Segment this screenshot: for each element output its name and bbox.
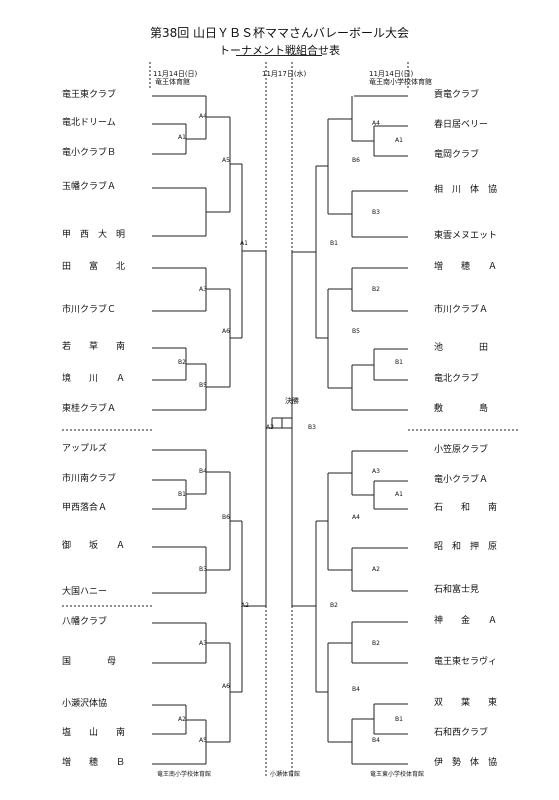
right-team-6: 増 穂 Ａ bbox=[434, 262, 498, 272]
match-label-l_b1: B1 bbox=[178, 491, 186, 498]
left-date: 11月14日(日) bbox=[153, 70, 198, 78]
left-team-10: 東桂クラブＡ bbox=[62, 404, 117, 414]
left-team-16: 八幡クラブ bbox=[62, 617, 108, 627]
match-label-r_b2b: B2 bbox=[372, 640, 380, 647]
subtitle-underline bbox=[236, 55, 322, 56]
left-team-13: 甲西落合Ａ bbox=[62, 503, 108, 513]
match-label-r_a2: A2 bbox=[372, 566, 380, 573]
right-team-1: 貢竜クラブ bbox=[434, 90, 480, 100]
match-label-l_a6b: A6 bbox=[222, 683, 230, 690]
footer-right: 竜王東小学校体育館 bbox=[370, 771, 425, 778]
right-team-14: 昭 和 押 原 bbox=[434, 542, 498, 552]
match-label-r_a1: A1 bbox=[395, 137, 403, 144]
right-team-13: 石 和 南 bbox=[434, 503, 498, 513]
right-team-11: 小笠原クラブ bbox=[434, 445, 489, 455]
match-label-l_a6: A6 bbox=[222, 328, 230, 335]
page-title: 第38回 山日ＹＢＳ杯ママさんバレーボール大会 bbox=[149, 26, 410, 40]
left-venue: 竜王体育館 bbox=[155, 78, 190, 86]
match-label-r_b4b: B4 bbox=[352, 686, 360, 693]
right-team-7: 市川クラブＡ bbox=[434, 305, 489, 315]
match-label-l_a5: A5 bbox=[222, 157, 230, 164]
match-label-l_b4: B4 bbox=[199, 468, 207, 475]
match-label-l_b5: B5 bbox=[199, 382, 207, 389]
left-team-2: 竜北ドリーム bbox=[62, 118, 116, 128]
match-label-l_a5b: A5 bbox=[199, 737, 207, 744]
match-label-r_b4: B4 bbox=[372, 737, 380, 744]
match-label-r_a4: A4 bbox=[372, 120, 380, 127]
right-team-2: 春日居ベリー bbox=[434, 120, 489, 130]
center-date: 11月17日(水) bbox=[262, 70, 307, 78]
left-team-12: 市川南クラブ bbox=[62, 474, 117, 484]
left-team-20: 増 穂 Ｂ bbox=[62, 758, 126, 768]
match-label-r_b2s: B2 bbox=[330, 602, 338, 609]
match-label-l_b3: B3 bbox=[199, 566, 207, 573]
left-team-8: 若 草 南 bbox=[62, 342, 126, 352]
left-team-17: 国 母 bbox=[62, 657, 117, 667]
left-team-5: 甲 西 大 明 bbox=[62, 230, 126, 240]
left-team-6: 田 富 北 bbox=[62, 262, 126, 272]
match-label-r_b6: B6 bbox=[352, 157, 360, 164]
right-team-16: 神 金 Ａ bbox=[434, 616, 498, 626]
right-date: 11月14日(日) bbox=[369, 70, 414, 78]
right-team-17: 竜王東セラヴィ bbox=[434, 657, 498, 667]
match-label-l_a1: A1 bbox=[178, 134, 186, 141]
left-team-11: アップルズ bbox=[62, 444, 108, 454]
right-team-12: 竜小クラブＡ bbox=[434, 475, 489, 485]
match-label-l_a1s: A1 bbox=[240, 240, 248, 247]
right-team-3: 竜岡クラブ bbox=[434, 150, 480, 160]
match-label-r_b3: B3 bbox=[372, 209, 380, 216]
match-label-r_a3: A3 bbox=[372, 468, 380, 475]
right-team-18: 双 葉 東 bbox=[434, 698, 498, 708]
left-team-15: 大国ハニー bbox=[62, 587, 108, 597]
match-label-l_b6: B6 bbox=[222, 514, 230, 521]
left-team-3: 竜小クラブＢ bbox=[62, 148, 117, 158]
footer-left: 竜王南小学校体育館 bbox=[157, 771, 212, 778]
right-team-8: 池 田 bbox=[434, 343, 489, 353]
match-label-r_b3s: B3 bbox=[308, 424, 316, 431]
footer-center: 小瀬体育館 bbox=[270, 771, 301, 778]
right-team-20: 伊 勢 体 協 bbox=[434, 758, 498, 768]
left-team-4: 玉幡クラブＡ bbox=[62, 182, 117, 192]
right-team-15: 石和富士見 bbox=[434, 585, 480, 595]
left-team-9: 境 川 Ａ bbox=[62, 374, 126, 384]
match-label-r_b5: B5 bbox=[352, 328, 360, 335]
left-team-18: 小瀬沢体協 bbox=[62, 699, 108, 709]
match-label-r_a1b: A1 bbox=[395, 491, 403, 498]
left-team-1: 竜王東クラブ bbox=[62, 90, 117, 100]
match-label-l_a3b: A3 bbox=[199, 640, 207, 647]
match-label-l_a3: A3 bbox=[199, 286, 207, 293]
right-team-19: 石和西クラブ bbox=[434, 728, 489, 738]
match-label-l_b2: B2 bbox=[178, 359, 186, 366]
right-team-4: 相 川 体 協 bbox=[434, 185, 498, 195]
page-subtitle: トーナメント戦組合せ表 bbox=[219, 44, 340, 57]
match-label-r_b1s: B1 bbox=[330, 240, 338, 247]
left-team-19: 塩 山 南 bbox=[62, 728, 126, 738]
right-venue: 竜王南小学校体育館 bbox=[369, 78, 432, 86]
right-team-10: 敷 島 bbox=[434, 404, 489, 414]
right-team-5: 東雲メヌエット bbox=[434, 231, 498, 241]
right-team-9: 竜北クラブ bbox=[434, 374, 480, 384]
match-label-r_b2: B2 bbox=[372, 286, 380, 293]
match-label-l_a4: A4 bbox=[199, 113, 207, 120]
left-team-7: 市川クラブＣ bbox=[62, 305, 117, 315]
left-team-14: 御 坂 Ａ bbox=[62, 541, 126, 551]
match-label-r_b1b: B1 bbox=[395, 716, 403, 723]
match-label-r_b1: B1 bbox=[395, 359, 403, 366]
match-label-l_a2: A2 bbox=[178, 716, 186, 723]
match-label-r_a4b: A4 bbox=[352, 514, 360, 521]
